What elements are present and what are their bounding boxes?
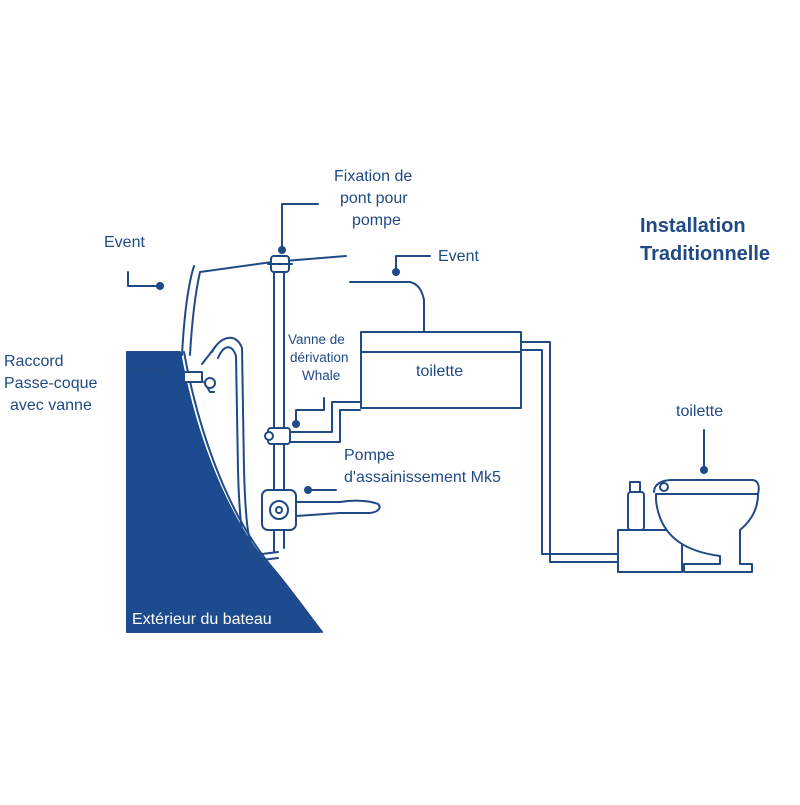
bypass-to-tank-pipe xyxy=(289,401,361,443)
label-pompe-1: Pompe xyxy=(344,447,395,464)
pump-dial xyxy=(269,500,289,520)
label-deck-1: Fixation de xyxy=(334,168,412,185)
label-vanne-1: Vanne de xyxy=(288,332,345,347)
label-raccord-2: Passe-coque xyxy=(4,375,97,392)
dot-vanne xyxy=(292,420,300,428)
toilet-seat xyxy=(653,479,760,495)
title-line1: Installation xyxy=(640,215,746,237)
label-raccord-3: avec vanne xyxy=(10,397,92,414)
label-tank: toilette xyxy=(416,363,463,380)
label-vanne-3: Whale xyxy=(302,368,340,383)
leader-vanne xyxy=(295,397,325,423)
pump-outlet xyxy=(273,529,285,553)
label-vanne-2: dérivation xyxy=(290,350,349,365)
leader-deck xyxy=(281,203,319,249)
vent-pipe-left-inner xyxy=(181,265,195,356)
holding-tank xyxy=(360,331,522,409)
through-hull-fitting xyxy=(183,371,203,383)
toilet-pump-base xyxy=(617,529,683,573)
intake-hose xyxy=(211,337,279,555)
through-hull-valve-knob xyxy=(204,377,216,389)
hull-inner-line xyxy=(183,351,323,633)
dot-deck xyxy=(278,246,286,254)
toilet-hinge xyxy=(659,482,669,492)
toilet-pump xyxy=(627,491,645,531)
dot-raccord xyxy=(156,366,164,374)
tank-to-toilet-pipe xyxy=(520,341,619,563)
label-toilet: toilette xyxy=(676,403,723,420)
leader-event-right xyxy=(395,255,431,273)
vent-pipe-left xyxy=(189,255,347,356)
intake-hose-inner xyxy=(217,346,279,561)
label-deck-2: pont pour xyxy=(340,190,408,207)
leader-event-left xyxy=(127,271,161,287)
toilet-bowl xyxy=(655,493,759,573)
label-pompe-2: d'assainissement Mk5 xyxy=(344,469,501,486)
pump-rod xyxy=(273,271,285,491)
dot-pompe xyxy=(304,486,312,494)
label-event-right: Event xyxy=(438,248,479,265)
pump-dial-center xyxy=(275,506,283,514)
boat-hull xyxy=(126,351,321,633)
bypass-valve-knob xyxy=(264,431,274,441)
label-raccord-1: Raccord xyxy=(4,353,64,370)
pump-handle xyxy=(295,499,381,517)
label-deck-3: pompe xyxy=(352,212,401,229)
title-line2: Traditionnelle xyxy=(640,243,770,265)
dot-toilet xyxy=(700,466,708,474)
dot-event-left xyxy=(156,282,164,290)
label-hull: Extérieur du bateau xyxy=(132,611,272,628)
label-event-left: Event xyxy=(104,234,145,251)
dot-event-right xyxy=(392,268,400,276)
vent-pipe-right xyxy=(349,281,425,333)
toilet-pump-cap xyxy=(629,481,641,493)
